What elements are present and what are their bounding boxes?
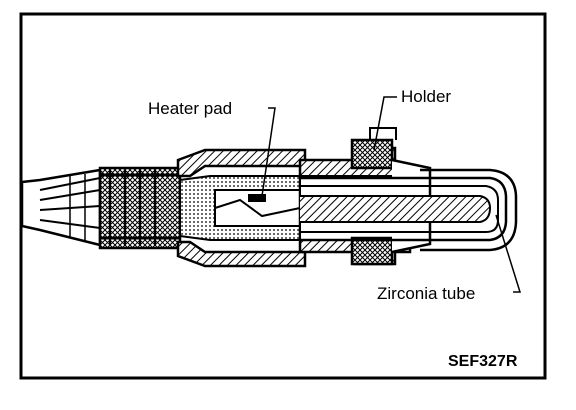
rear-crimp-section [98, 166, 182, 250]
label-heater-pad: Heater pad [148, 99, 232, 118]
heater-pad-element [248, 194, 266, 202]
label-zirconia-tube: Zirconia tube [377, 284, 475, 303]
leader-lines [261, 96, 522, 293]
inner-insulator [179, 175, 301, 241]
zirconia-tube-body [300, 168, 518, 252]
figure-code: SEF327R [448, 353, 518, 370]
outer-sleeve [176, 148, 307, 268]
label-holder: Holder [401, 87, 451, 106]
